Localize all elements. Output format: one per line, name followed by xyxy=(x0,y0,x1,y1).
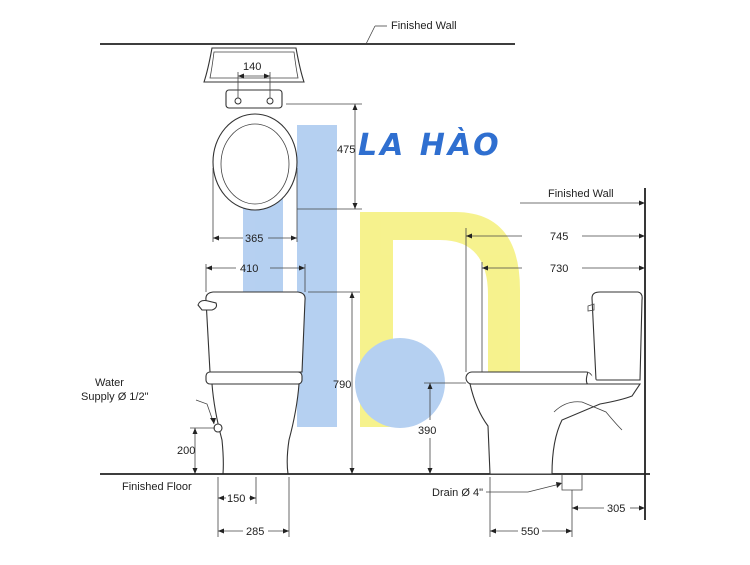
tank-front xyxy=(205,291,306,373)
finished-wall-side-label: Finished Wall xyxy=(548,188,614,200)
plan-view xyxy=(203,47,305,211)
side-elevation xyxy=(465,291,643,491)
tank-plan xyxy=(203,47,305,83)
seat-hinge-plate xyxy=(225,89,283,109)
dim-bolt-spacing: 140 xyxy=(243,61,261,73)
bowl-front xyxy=(211,383,300,475)
water-supply-label-line1: Water xyxy=(95,377,124,389)
flush-lever xyxy=(197,299,218,311)
dim-seat-length: 475 xyxy=(337,144,355,156)
dim-seat-width: 365 xyxy=(245,233,263,245)
dim-drain-from-wall: 305 xyxy=(607,503,625,515)
seat-side xyxy=(465,371,593,385)
water-supply-label-line2: Supply Ø 1/2" xyxy=(81,391,149,403)
dim-depth-bowl: 730 xyxy=(550,263,568,275)
dim-depth-overall: 745 xyxy=(550,231,568,243)
finished-floor-label: Finished Floor xyxy=(122,481,192,493)
water-supply-valve xyxy=(213,423,223,433)
seat-plan xyxy=(212,113,298,211)
seat-front xyxy=(205,371,303,385)
dim-supply-height: 200 xyxy=(177,445,195,457)
dim-drain-height: 390 xyxy=(418,425,436,437)
drain-label: Drain Ø 4" xyxy=(432,487,483,499)
watermark-blue-bar-mid xyxy=(297,125,337,427)
dim-total-height: 790 xyxy=(333,379,351,391)
watermark-blue-circle xyxy=(355,338,445,428)
dim-tank-width: 410 xyxy=(240,263,258,275)
finished-wall-top-label: Finished Wall xyxy=(391,20,457,32)
dim-drain-to-front: 550 xyxy=(521,526,539,538)
finished-wall-top-leader xyxy=(365,25,376,45)
front-elevation xyxy=(197,291,306,475)
dim-base-offset: 285 xyxy=(246,526,264,538)
tank-side xyxy=(591,291,643,381)
watermark-text: LA HÀO xyxy=(358,127,502,163)
bowl-side xyxy=(469,383,642,475)
dim-supply-offset: 150 xyxy=(227,493,245,505)
